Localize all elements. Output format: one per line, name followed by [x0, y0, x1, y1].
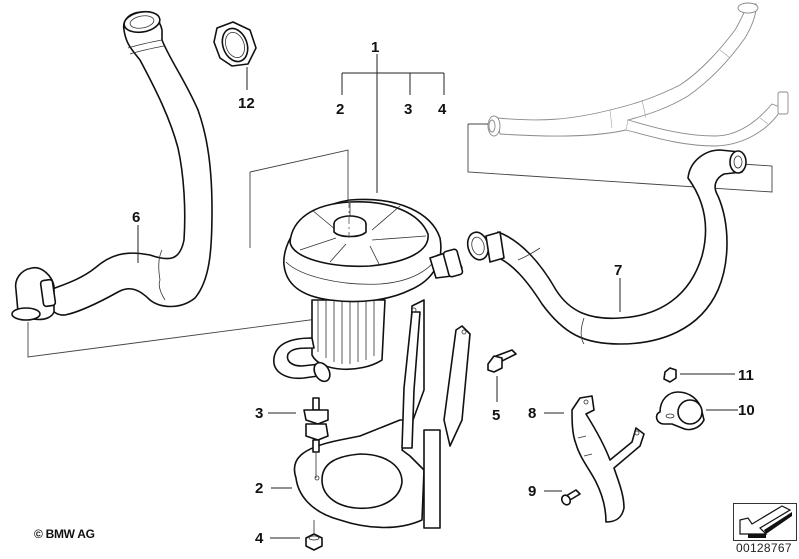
callout-10[interactable]: 10 [738, 402, 755, 419]
navigate-back-button[interactable] [733, 503, 797, 541]
callout-group-1 [341, 54, 445, 193]
part-1-air-pump[interactable] [273, 198, 464, 384]
callout-11[interactable]: 11 [738, 367, 754, 384]
callout-6[interactable]: 6 [132, 209, 140, 226]
part-2-bracket[interactable] [293, 299, 471, 529]
part-8-holder[interactable] [571, 395, 645, 523]
callout-3-group[interactable]: 3 [404, 101, 412, 118]
part-10-hose-clamp[interactable] [655, 391, 705, 431]
part-11-hex-nut[interactable] [663, 367, 677, 383]
part-5-hex-bolt[interactable] [487, 349, 517, 373]
callout-9[interactable]: 9 [528, 483, 536, 500]
callout-12[interactable]: 12 [238, 95, 255, 112]
part-4-nut[interactable] [305, 533, 323, 551]
callout-4-group[interactable]: 4 [438, 101, 447, 118]
callout-2-group[interactable]: 2 [336, 101, 344, 118]
part-9-screw[interactable] [560, 489, 581, 506]
document-number: 00128767 [736, 541, 792, 555]
part-6-intake-hose[interactable] [11, 9, 213, 321]
callout-5[interactable]: 5 [492, 407, 500, 424]
callout-7[interactable]: 7 [614, 262, 622, 279]
part-7-pressure-hose[interactable] [465, 149, 747, 345]
callout-1[interactable]: 1 [371, 39, 379, 56]
part-3-rubber-mount[interactable] [303, 397, 329, 453]
connection-line-hose6-lower [27, 314, 349, 358]
part-12-clamp-ring[interactable] [213, 21, 257, 67]
copyright-notice: © BMW AG [34, 527, 95, 541]
y-pipe-ghost [487, 2, 789, 147]
connection-line-hose7 [467, 124, 773, 193]
arrow-down-left-icon [739, 505, 792, 538]
callout-8[interactable]: 8 [528, 405, 536, 422]
callout-3[interactable]: 3 [255, 405, 263, 422]
callout-4[interactable]: 4 [255, 530, 264, 547]
callout-2[interactable]: 2 [255, 480, 263, 497]
